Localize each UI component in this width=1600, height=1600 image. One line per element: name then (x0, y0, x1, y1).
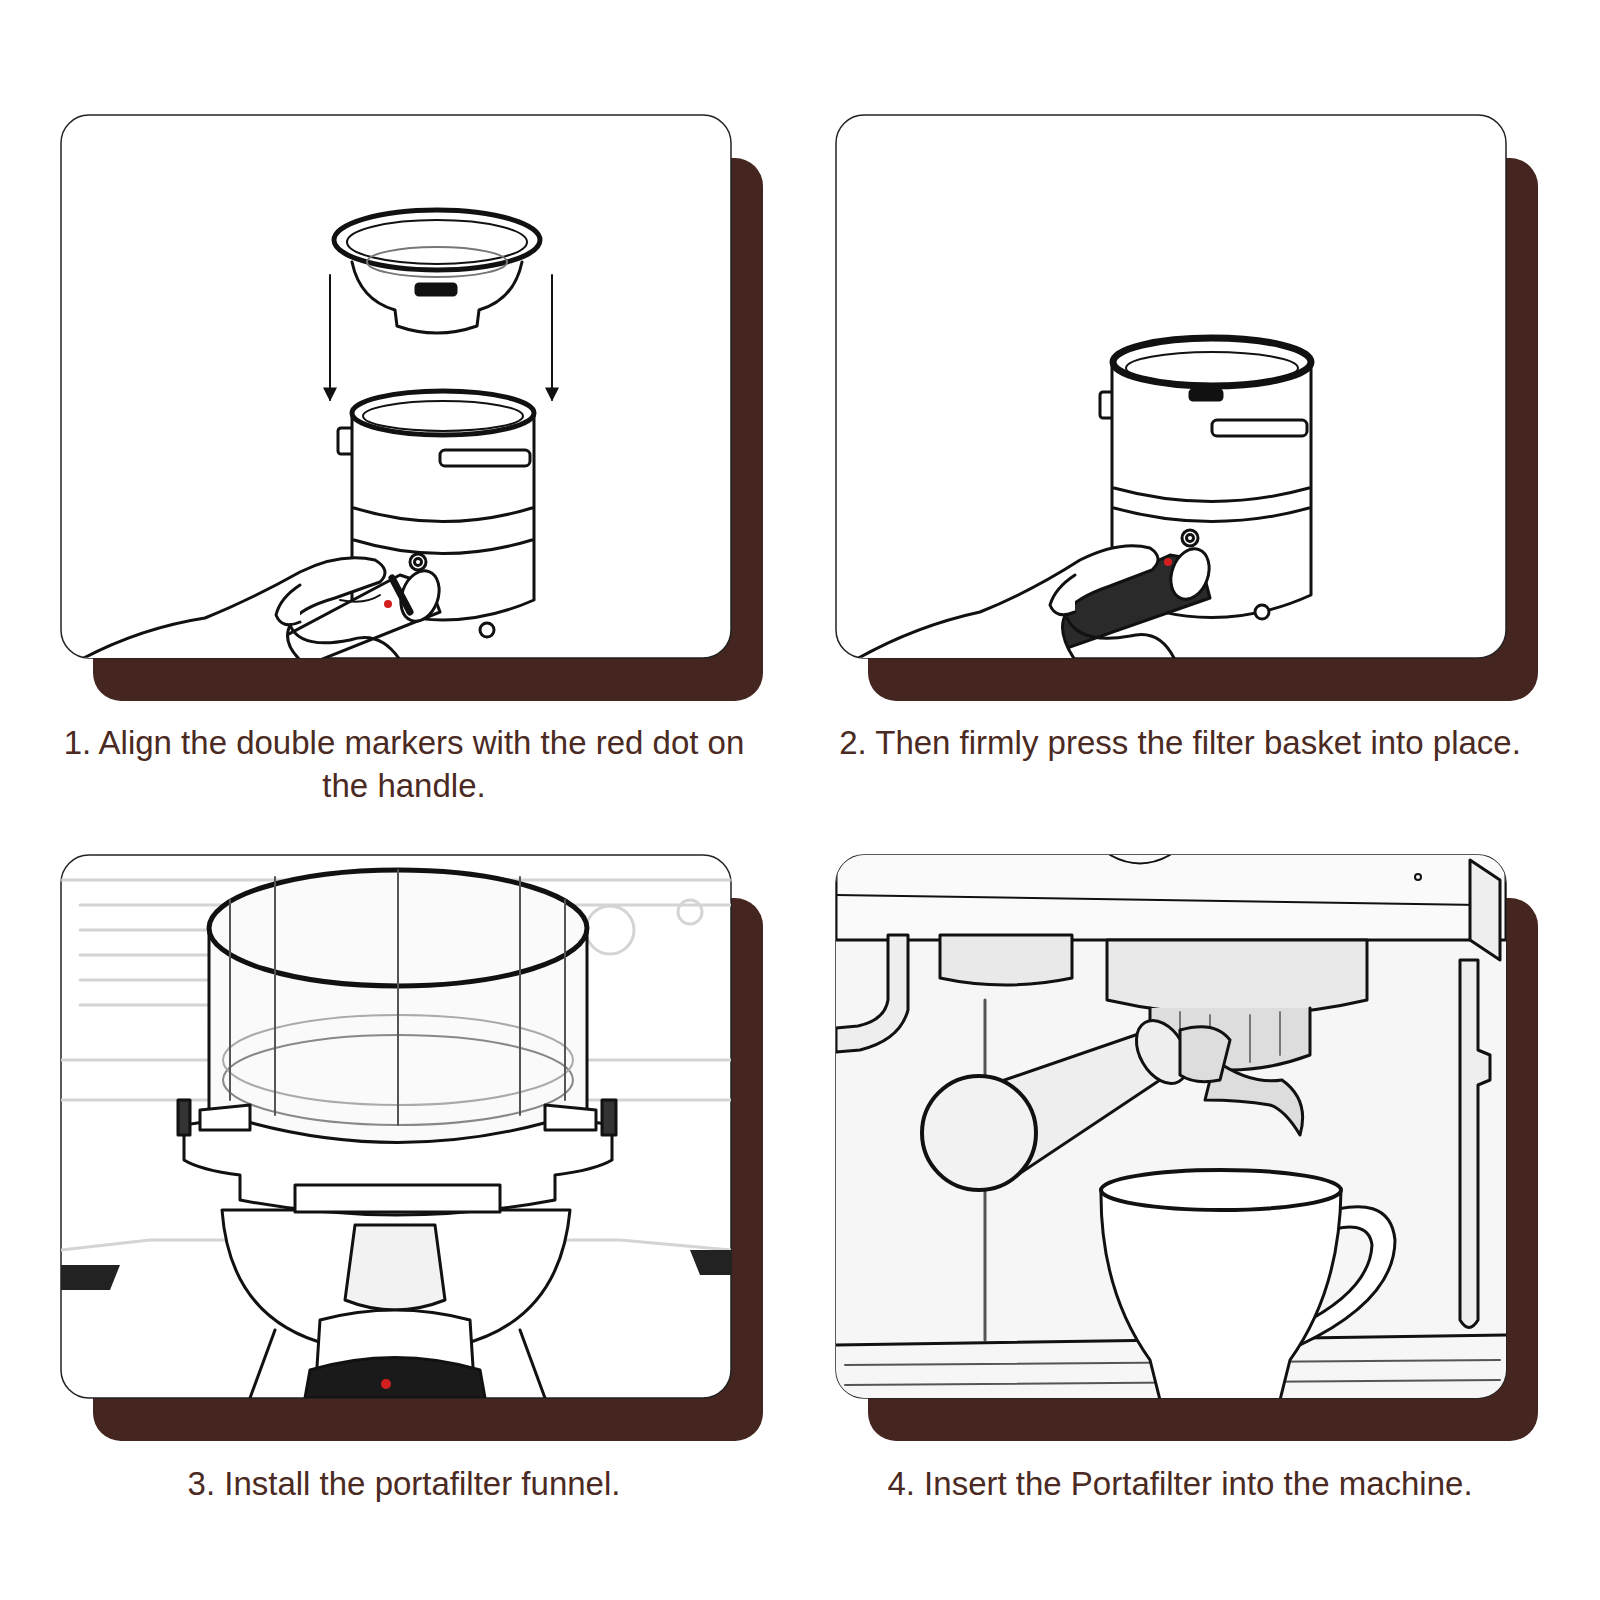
panel-frame-part (836, 115, 1506, 658)
machine-illustration-part (940, 935, 1072, 985)
basket-seated-illustration (855, 338, 1311, 658)
basket-alignment-illustration-part (440, 450, 530, 466)
machine-illustration-part (1415, 874, 1421, 880)
funnel-illustration-part-part (250, 1330, 545, 1398)
basket-alignment-illustration-part (363, 401, 523, 431)
step-caption: 1. Align the double markers with the red… (59, 722, 749, 808)
funnel-illustration (61, 870, 731, 1398)
funnel-illustration-part-part-part (230, 900, 565, 1100)
funnel-illustration-part-part-part (275, 870, 520, 1125)
basket-alignment-illustration-part (415, 559, 422, 566)
basket-seated-illustration-part (1113, 338, 1311, 386)
funnel-illustration-part-part (230, 870, 565, 1125)
basket-alignment-illustration-part (410, 554, 426, 570)
basket-seated-illustration-part (1212, 420, 1307, 436)
basket-alignment-illustration-part (480, 623, 494, 637)
basket-seated-illustration-part (1182, 530, 1198, 546)
machine-illustration-part (922, 1076, 1036, 1190)
machine-illustration-part (1101, 1190, 1341, 1398)
funnel-illustration-part-part (560, 904, 731, 907)
machine-illustration-part (1110, 855, 1170, 864)
basket-alignment-illustration-part (352, 262, 522, 333)
basket-seated-illustration-part (1067, 618, 1175, 658)
step-caption: 2. Then firmly press the filter basket i… (835, 722, 1525, 765)
basket-alignment-illustration-part (276, 585, 300, 625)
funnel-illustration-part-part (678, 900, 702, 924)
funnel-illustration-part-part (345, 1225, 445, 1310)
funnel-illustration-part-part (178, 1100, 190, 1135)
basket-alignment-illustration-part (354, 540, 532, 554)
basket-alignment-illustration-part (416, 284, 456, 295)
machine-illustration-part (836, 855, 1506, 940)
funnel-illustration-part-part (305, 1358, 485, 1399)
basket-seated-illustration-part (1164, 558, 1172, 566)
funnel-illustration-part-part (602, 1100, 616, 1135)
panel-frame-part (61, 855, 731, 1398)
basket-seated-illustration-part (1190, 390, 1222, 400)
basket-alignment-illustration-part (329, 275, 331, 400)
basket-seated-illustration-part (1164, 543, 1216, 604)
machine-illustration-part (836, 935, 908, 1052)
funnel-illustration-part-part (295, 1185, 500, 1212)
basket-seated-illustration-part (855, 546, 1158, 658)
step-caption: 4. Insert the Portafilter into the machi… (835, 1463, 1525, 1506)
basket-alignment-illustration-part (384, 600, 392, 608)
funnel-illustration-part (178, 870, 616, 1398)
basket-alignment-illustration-part (352, 391, 534, 435)
basket-alignment-illustration-part (392, 578, 410, 612)
basket-seated-illustration-part (1255, 605, 1269, 619)
machine-illustration-part (836, 895, 1480, 905)
machine-illustration-part (1470, 860, 1500, 960)
basket-seated-illustration-part (1050, 575, 1075, 615)
machine-illustration-part (1107, 940, 1367, 1015)
basket-alignment-illustration-part (551, 275, 553, 400)
basket-alignment-illustration-part (290, 625, 400, 658)
basket-alignment-illustration-part (340, 595, 380, 602)
basket-alignment-illustration-part (354, 508, 532, 522)
basket-alignment-illustration-part (347, 220, 527, 264)
funnel-illustration-part-part (200, 1105, 250, 1130)
basket-seated-illustration-part (1114, 488, 1309, 502)
funnel-illustration-part-part (586, 906, 634, 954)
basket-alignment-illustration-part (334, 210, 540, 270)
basket-alignment-illustration-part (367, 247, 507, 277)
step-caption: 3. Install the portafilter funnel. (59, 1463, 749, 1506)
machine-illustration-part (1101, 1170, 1341, 1210)
funnel-illustration-part (61, 1265, 120, 1290)
machine-illustration-part (1180, 1027, 1230, 1082)
funnel-illustration-part (690, 1250, 731, 1275)
basket-seated-illustration-part (1126, 352, 1298, 384)
basket-seated-illustration-part (1187, 535, 1194, 542)
basket-alignment-illustration (80, 210, 552, 658)
funnel-illustration-part-part (545, 1105, 596, 1130)
machine-illustration (836, 855, 1506, 1398)
basket-seated-illustration-part (1114, 508, 1309, 522)
machine-illustration-part (1460, 960, 1490, 1328)
machine-illustration-part (836, 940, 1506, 1398)
funnel-illustration-part (381, 1379, 391, 1389)
